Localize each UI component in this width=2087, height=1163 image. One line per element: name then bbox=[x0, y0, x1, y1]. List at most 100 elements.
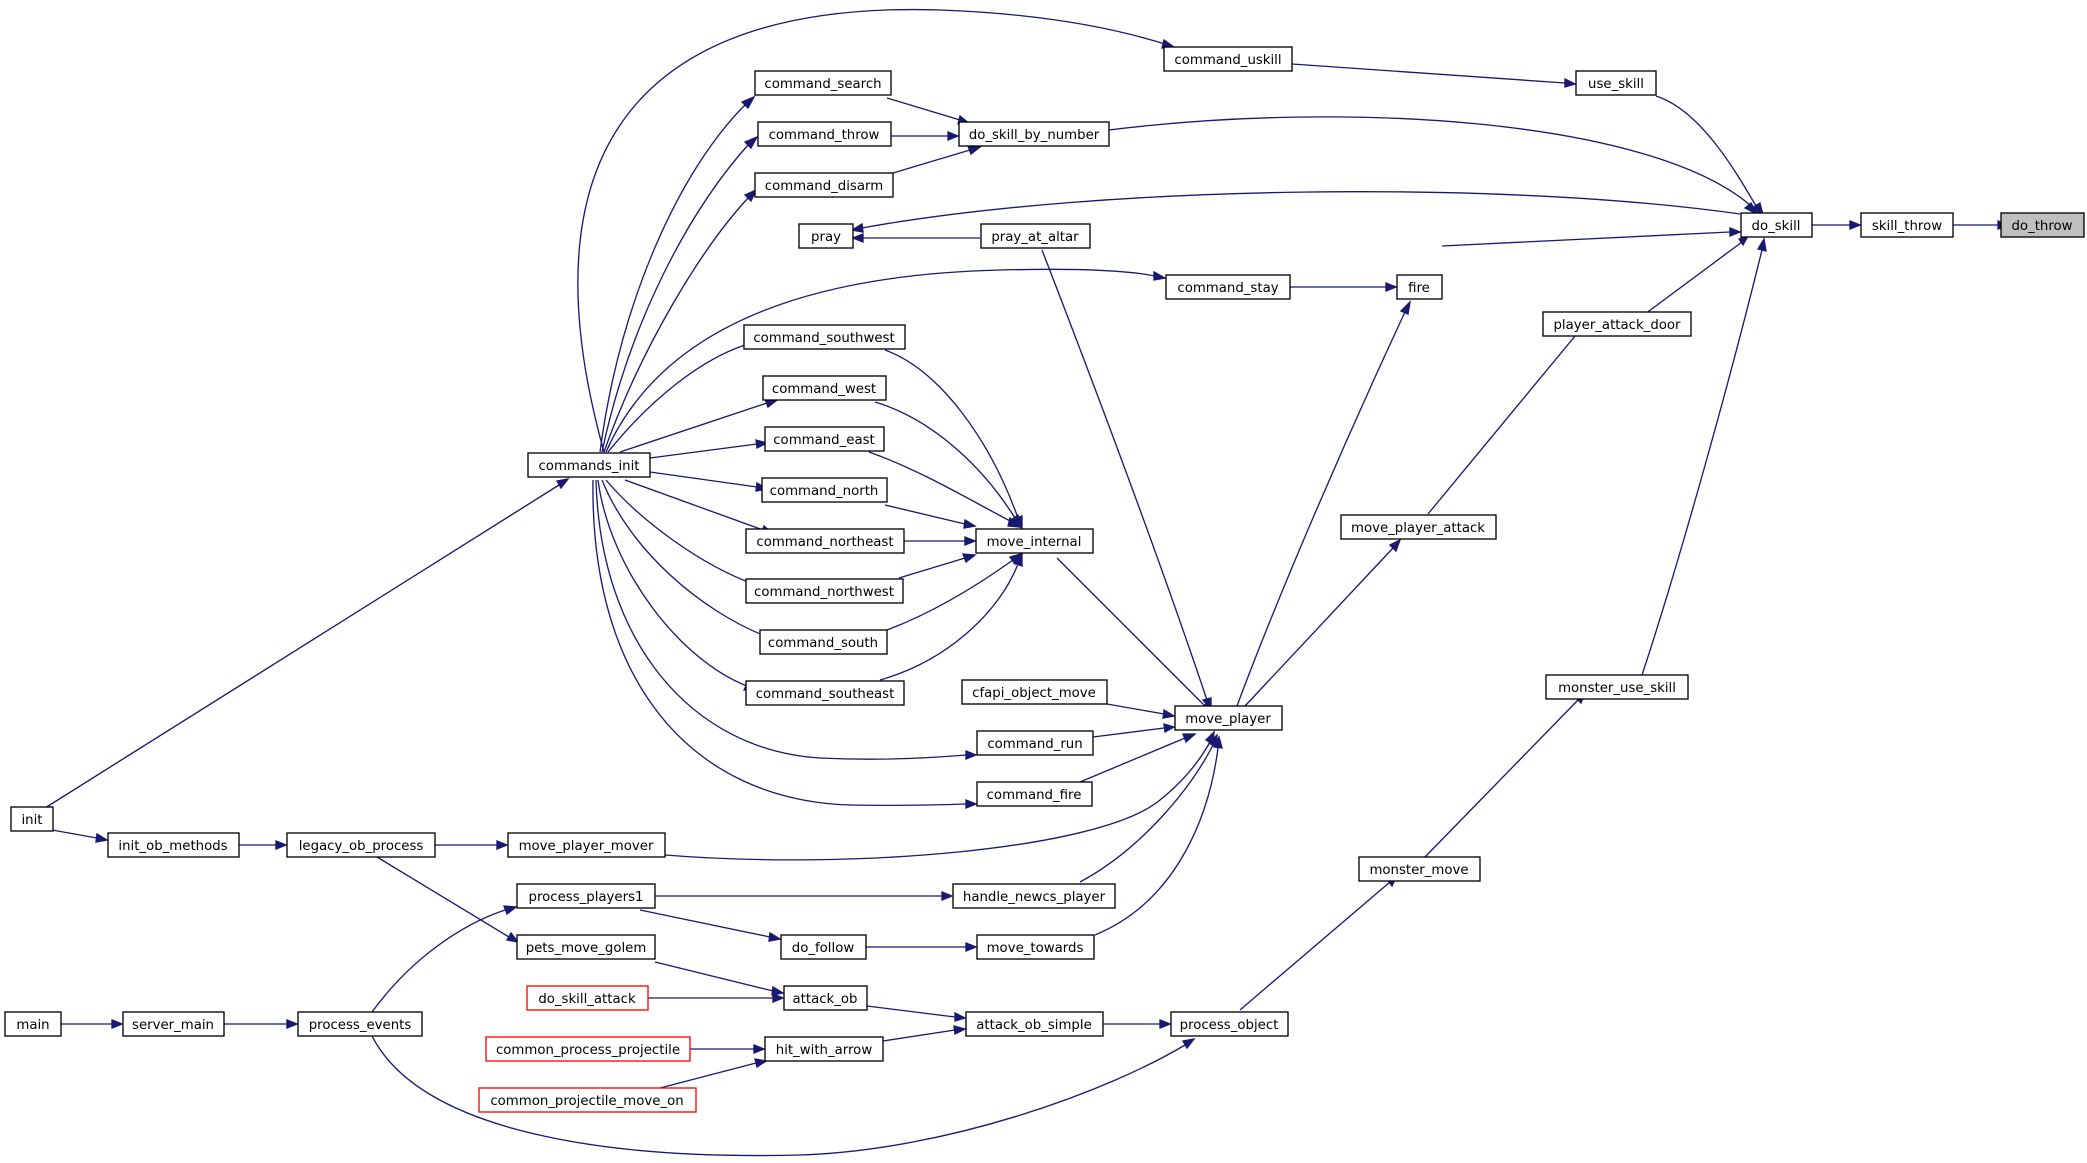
edge bbox=[607, 344, 746, 453]
node-common-projectile-move-on[interactable]: common_projectile_move_on bbox=[478, 1087, 697, 1113]
node-command-disarm[interactable]: command_disarm bbox=[754, 172, 894, 198]
node-label: move_towards bbox=[987, 941, 1084, 956]
edge-arrow bbox=[1181, 1038, 1196, 1050]
edge bbox=[371, 1035, 1186, 1157]
node-command-northeast[interactable]: command_northeast bbox=[745, 528, 905, 554]
edge-arrow bbox=[768, 931, 782, 942]
node-handle-newcs-player[interactable]: handle_newcs_player bbox=[952, 883, 1116, 909]
node-process-object[interactable]: process_object bbox=[1170, 1011, 1289, 1037]
node-player-attack-door[interactable]: player_attack_door bbox=[1542, 311, 1692, 337]
edge-arrow bbox=[965, 799, 978, 809]
node-label: command_fire bbox=[987, 788, 1082, 803]
node-label: init bbox=[21, 813, 42, 828]
edge bbox=[371, 909, 506, 1013]
node-hit-with-arrow[interactable]: hit_with_arrow bbox=[764, 1036, 884, 1062]
node-main[interactable]: main bbox=[4, 1011, 62, 1037]
edge-arrow bbox=[1007, 516, 1022, 528]
edge bbox=[1236, 311, 1406, 707]
node-label: do_skill_by_number bbox=[969, 128, 1100, 143]
node-monster-use-skill[interactable]: monster_use_skill bbox=[1545, 674, 1689, 700]
node-common-process-projectile[interactable]: common_process_projectile bbox=[485, 1036, 691, 1062]
node-do-skill-by-number[interactable]: do_skill_by_number bbox=[958, 121, 1110, 147]
node-move-towards[interactable]: move_towards bbox=[976, 934, 1095, 960]
edge-arrow bbox=[947, 131, 960, 141]
node-command-fire[interactable]: command_fire bbox=[976, 781, 1093, 807]
node-command-southwest[interactable]: command_southwest bbox=[743, 324, 906, 350]
edge-arrow bbox=[962, 553, 977, 564]
node-cfapi-object-move[interactable]: cfapi_object_move bbox=[961, 679, 1108, 705]
node-move-player-mover[interactable]: move_player_mover bbox=[507, 832, 666, 858]
edge bbox=[1079, 737, 1186, 783]
edge bbox=[882, 1029, 956, 1042]
node-command-throw[interactable]: command_throw bbox=[757, 121, 892, 147]
node-pets-move-golem[interactable]: pets_move_golem bbox=[516, 934, 656, 960]
node-commands-init[interactable]: commands_init bbox=[527, 452, 651, 478]
node-monster-move[interactable]: monster_move bbox=[1358, 856, 1481, 882]
node-label: command_north bbox=[770, 484, 879, 499]
edge-arrow bbox=[743, 135, 759, 150]
node-command-southeast[interactable]: command_southeast bbox=[745, 680, 905, 706]
node-move-internal[interactable]: move_internal bbox=[975, 528, 1094, 554]
node-do-throw[interactable]: do_throw bbox=[2000, 212, 2085, 238]
node-init-ob-methods[interactable]: init_ob_methods bbox=[107, 832, 240, 858]
node-command-north[interactable]: command_north bbox=[761, 477, 888, 503]
node-attack-ob-simple[interactable]: attack_ob_simple bbox=[965, 1011, 1104, 1037]
node-label: hit_with_arrow bbox=[776, 1043, 873, 1058]
node-command-east[interactable]: command_east bbox=[764, 426, 885, 452]
edge bbox=[624, 479, 764, 531]
node-do-skill-attack[interactable]: do_skill_attack bbox=[526, 985, 649, 1011]
edge bbox=[874, 401, 1016, 519]
node-do-skill[interactable]: do_skill bbox=[1740, 212, 1813, 238]
node-command-run[interactable]: command_run bbox=[976, 730, 1094, 756]
edge-arrow bbox=[503, 905, 518, 916]
node-label: pray_at_altar bbox=[991, 230, 1079, 245]
node-server-main[interactable]: server_main bbox=[122, 1011, 225, 1037]
edge bbox=[605, 268, 1156, 453]
edge bbox=[601, 144, 749, 453]
edge-arrow bbox=[965, 750, 978, 760]
node-use-skill[interactable]: use_skill bbox=[1575, 70, 1657, 96]
node-command-south[interactable]: command_south bbox=[759, 629, 888, 655]
node-legacy-ob-process[interactable]: legacy_ob_process bbox=[286, 832, 436, 858]
node-process-events[interactable]: process_events bbox=[297, 1011, 423, 1037]
edge-arrow bbox=[1159, 1019, 1172, 1029]
node-label: command_disarm bbox=[765, 179, 883, 194]
edge bbox=[1041, 249, 1208, 701]
node-fire[interactable]: fire bbox=[1396, 274, 1443, 300]
node-move-player[interactable]: move_player bbox=[1174, 705, 1283, 731]
edge-arrow bbox=[111, 1019, 124, 1029]
node-command-northwest[interactable]: command_northwest bbox=[745, 578, 904, 604]
edge bbox=[599, 104, 746, 453]
edge-arrow bbox=[954, 1011, 967, 1022]
edge-arrow bbox=[753, 1044, 766, 1054]
node-command-stay[interactable]: command_stay bbox=[1165, 274, 1291, 300]
edge-arrow bbox=[754, 1058, 768, 1069]
node-init[interactable]: init bbox=[10, 806, 54, 832]
edge-arrow bbox=[1750, 201, 1765, 217]
edge-arrow bbox=[851, 233, 864, 243]
node-label: skill_throw bbox=[1872, 219, 1942, 234]
edge-arrow bbox=[965, 942, 978, 952]
node-process-players1[interactable]: process_players1 bbox=[516, 883, 656, 909]
node-pray[interactable]: pray bbox=[798, 223, 854, 249]
node-pray-at-altar[interactable]: pray_at_altar bbox=[980, 223, 1091, 249]
node-command-search[interactable]: command_search bbox=[754, 70, 892, 96]
edge-arrow bbox=[771, 985, 785, 996]
node-do-follow[interactable]: do_follow bbox=[780, 934, 867, 960]
edge bbox=[619, 402, 768, 453]
node-move-player-attack[interactable]: move_player_attack bbox=[1340, 514, 1497, 540]
edge-arrow bbox=[1388, 538, 1402, 553]
node-command-uskill[interactable]: command_uskill bbox=[1163, 46, 1293, 72]
node-attack-ob[interactable]: attack_ob bbox=[783, 985, 868, 1011]
node-command-west[interactable]: command_west bbox=[762, 375, 887, 401]
node-label: command_search bbox=[764, 77, 881, 92]
edge-arrow bbox=[1182, 733, 1197, 744]
edge-arrow bbox=[941, 891, 954, 901]
edge bbox=[1094, 747, 1219, 936]
edge-arrow bbox=[505, 931, 520, 943]
edge bbox=[1092, 727, 1165, 738]
node-label: common_process_projectile bbox=[496, 1043, 680, 1058]
node-skill-throw[interactable]: skill_throw bbox=[1860, 212, 1954, 238]
edge bbox=[1655, 95, 1757, 207]
edge-arrow bbox=[850, 222, 864, 233]
